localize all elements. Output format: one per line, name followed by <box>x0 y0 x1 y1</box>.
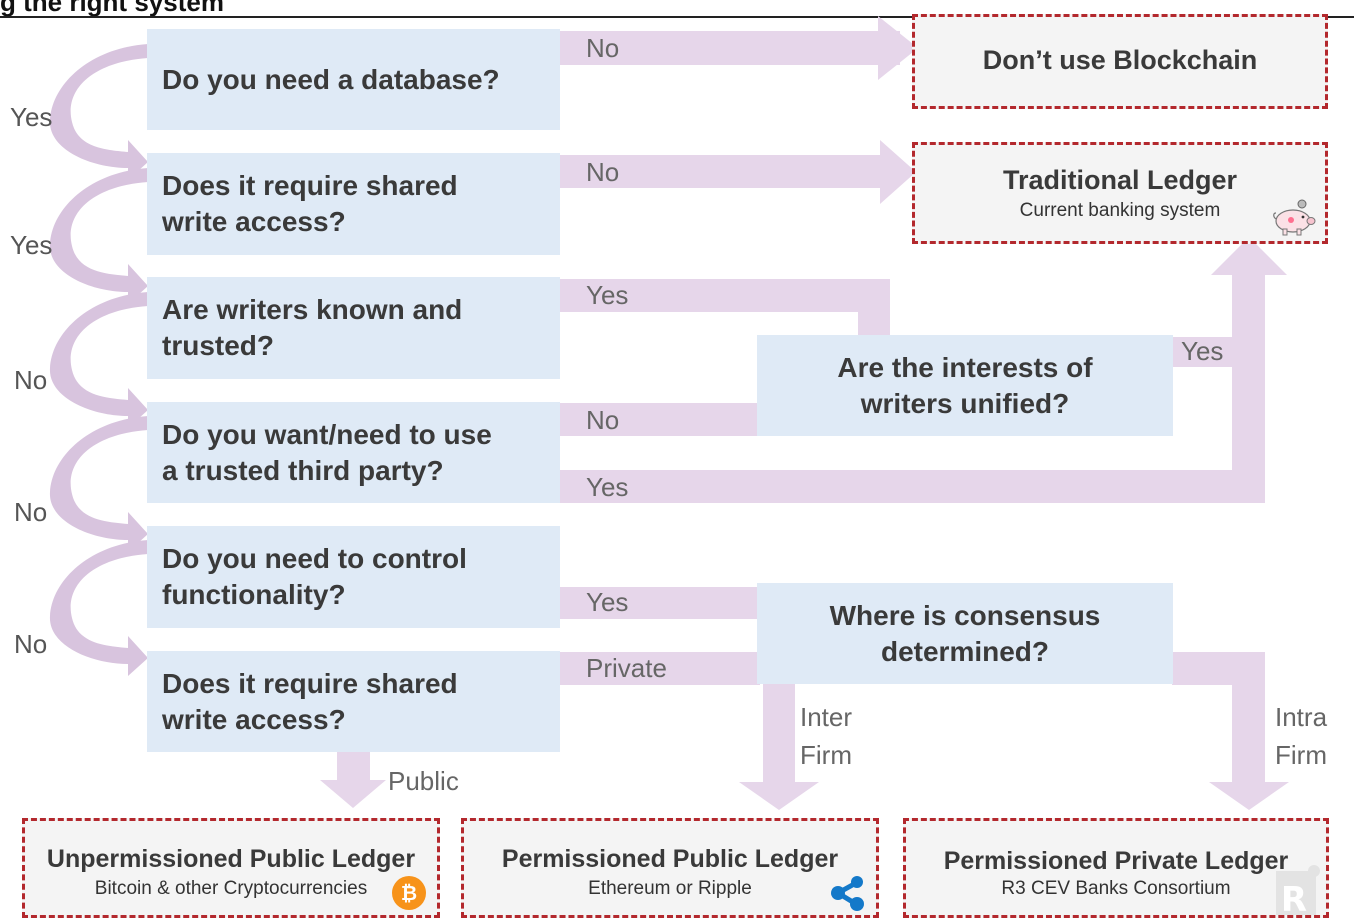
connector-q6-private <box>560 652 760 685</box>
label-intra: Intra <box>1275 702 1328 732</box>
side-label-3: No <box>14 365 48 395</box>
label-inter-firm: Firm <box>800 740 852 770</box>
connector-q4-yes <box>560 470 1265 503</box>
label-q4-no: No <box>586 405 620 435</box>
question-trusted-third-party: Do you want/need to use a trusted third … <box>147 402 560 503</box>
label-q4-yes: Yes <box>586 472 629 502</box>
question-writers-known: Are writers known and trusted? <box>147 277 560 379</box>
page-title: g the right system <box>0 0 224 17</box>
arrowhead-up <box>1211 237 1287 275</box>
label-q7-yes: Yes <box>1181 336 1224 366</box>
curve-arrow-3 <box>49 292 148 428</box>
arrowhead-dont-use <box>878 16 918 80</box>
connector-inter-shaft <box>763 684 795 784</box>
connector-q8-right <box>1172 652 1265 685</box>
connector-q1-no <box>560 31 900 65</box>
connector-q4-no <box>560 403 760 436</box>
label-q1-no: No <box>586 33 620 63</box>
result-unpermissioned-subtitle: Bitcoin & other Cryptocurrencies <box>94 878 368 899</box>
curve-arrow-2 <box>49 168 148 304</box>
arrowhead-public <box>320 780 386 808</box>
label-q6-public: Public <box>388 766 459 796</box>
result-unpermissioned-public-ledger: Unpermissioned Public Ledger Bitcoin & o… <box>22 818 440 918</box>
connector-up-shaft <box>1232 275 1265 503</box>
question-shared-write-access-2-text: Does it require shared write access? <box>162 667 458 735</box>
arrowhead-inter <box>739 782 819 810</box>
piggy-bank-icon <box>1273 199 1316 236</box>
result-permissioned-public-title: Permissioned Public Ledger <box>501 845 839 873</box>
side-label-1: Yes <box>10 102 53 132</box>
result-dont-use-title: Don’t use Blockchain <box>982 45 1258 75</box>
label-q5-yes: Yes <box>586 587 629 617</box>
question-control-functionality: Do you need to control functionality? <box>147 526 560 628</box>
page-title-strip: g the right system <box>0 0 1354 22</box>
bitcoin-icon: ₿ <box>392 876 426 910</box>
question-interests-unified: Are the interests of writers unified? <box>757 335 1173 436</box>
title-rule <box>0 16 1354 18</box>
result-dont-use-blockchain: Don’t use Blockchain <box>912 14 1328 109</box>
question-control-functionality-text: Do you need to control functionality? <box>162 543 467 610</box>
label-inter: Inter <box>800 702 853 732</box>
connector-q5-yes <box>560 587 760 619</box>
question-consensus-determined-text: Where is consensus determined? <box>829 599 1101 667</box>
result-permissioned-private-title: Permissioned Private Ledger <box>943 847 1289 875</box>
svg-text:₿: ₿ <box>401 881 417 905</box>
question-shared-write-access-text: Does it require shared write access? <box>162 170 458 237</box>
side-label-4: No <box>14 497 48 527</box>
question-need-database-text: Do you need a database? <box>162 63 500 95</box>
result-traditional-title: Traditional Ledger <box>1002 165 1238 195</box>
result-traditional-subtitle: Current banking system <box>1019 200 1221 221</box>
result-unpermissioned-title: Unpermissioned Public Ledger <box>46 845 416 873</box>
arrowhead-intra <box>1209 782 1289 810</box>
connector-q3-yes <box>560 279 890 312</box>
result-traditional-ledger: Traditional Ledger Current banking syste… <box>912 142 1328 244</box>
result-permissioned-private-ledger: Permissioned Private Ledger R3 CEV Banks… <box>903 818 1329 918</box>
question-writers-known-text: Are writers known and trusted? <box>162 294 463 361</box>
r3-logo-icon: R <box>1276 865 1320 915</box>
ripple-icon <box>831 876 864 911</box>
side-label-5: No <box>14 629 48 659</box>
result-permissioned-public-subtitle: Ethereum or Ripple <box>588 878 752 899</box>
label-q6-private: Private <box>586 653 667 683</box>
connector-public-shaft <box>337 752 370 782</box>
curve-arrow-5 <box>49 540 148 676</box>
question-shared-write-access: Does it require shared write access? <box>147 153 560 255</box>
label-intra-firm: Firm <box>1275 740 1327 770</box>
side-label-2: Yes <box>10 230 53 260</box>
connector-q7-yes <box>1172 337 1234 367</box>
result-permissioned-public-ledger: Permissioned Public Ledger Ethereum or R… <box>461 818 879 918</box>
curve-arrow-1 <box>49 44 148 180</box>
question-interests-unified-text: Are the interests of writers unified? <box>837 351 1093 419</box>
question-consensus-determined: Where is consensus determined? <box>757 583 1173 684</box>
result-permissioned-private-subtitle: R3 CEV Banks Consortium <box>1001 878 1231 899</box>
arrowhead-traditional <box>880 140 916 204</box>
question-shared-write-access-2: Does it require shared write access? <box>147 651 560 752</box>
connector-q2-no <box>560 155 880 188</box>
question-need-database: Do you need a database? <box>147 29 560 130</box>
connector-q3-yes-down <box>858 279 890 337</box>
question-trusted-third-party-text: Do you want/need to use a trusted third … <box>162 418 492 486</box>
label-q3-yes: Yes <box>586 280 629 310</box>
label-q2-no: No <box>586 157 620 187</box>
connector-intra-shaft <box>1232 684 1265 784</box>
curve-arrow-4 <box>49 416 148 552</box>
svg-text:R: R <box>1281 880 1307 915</box>
